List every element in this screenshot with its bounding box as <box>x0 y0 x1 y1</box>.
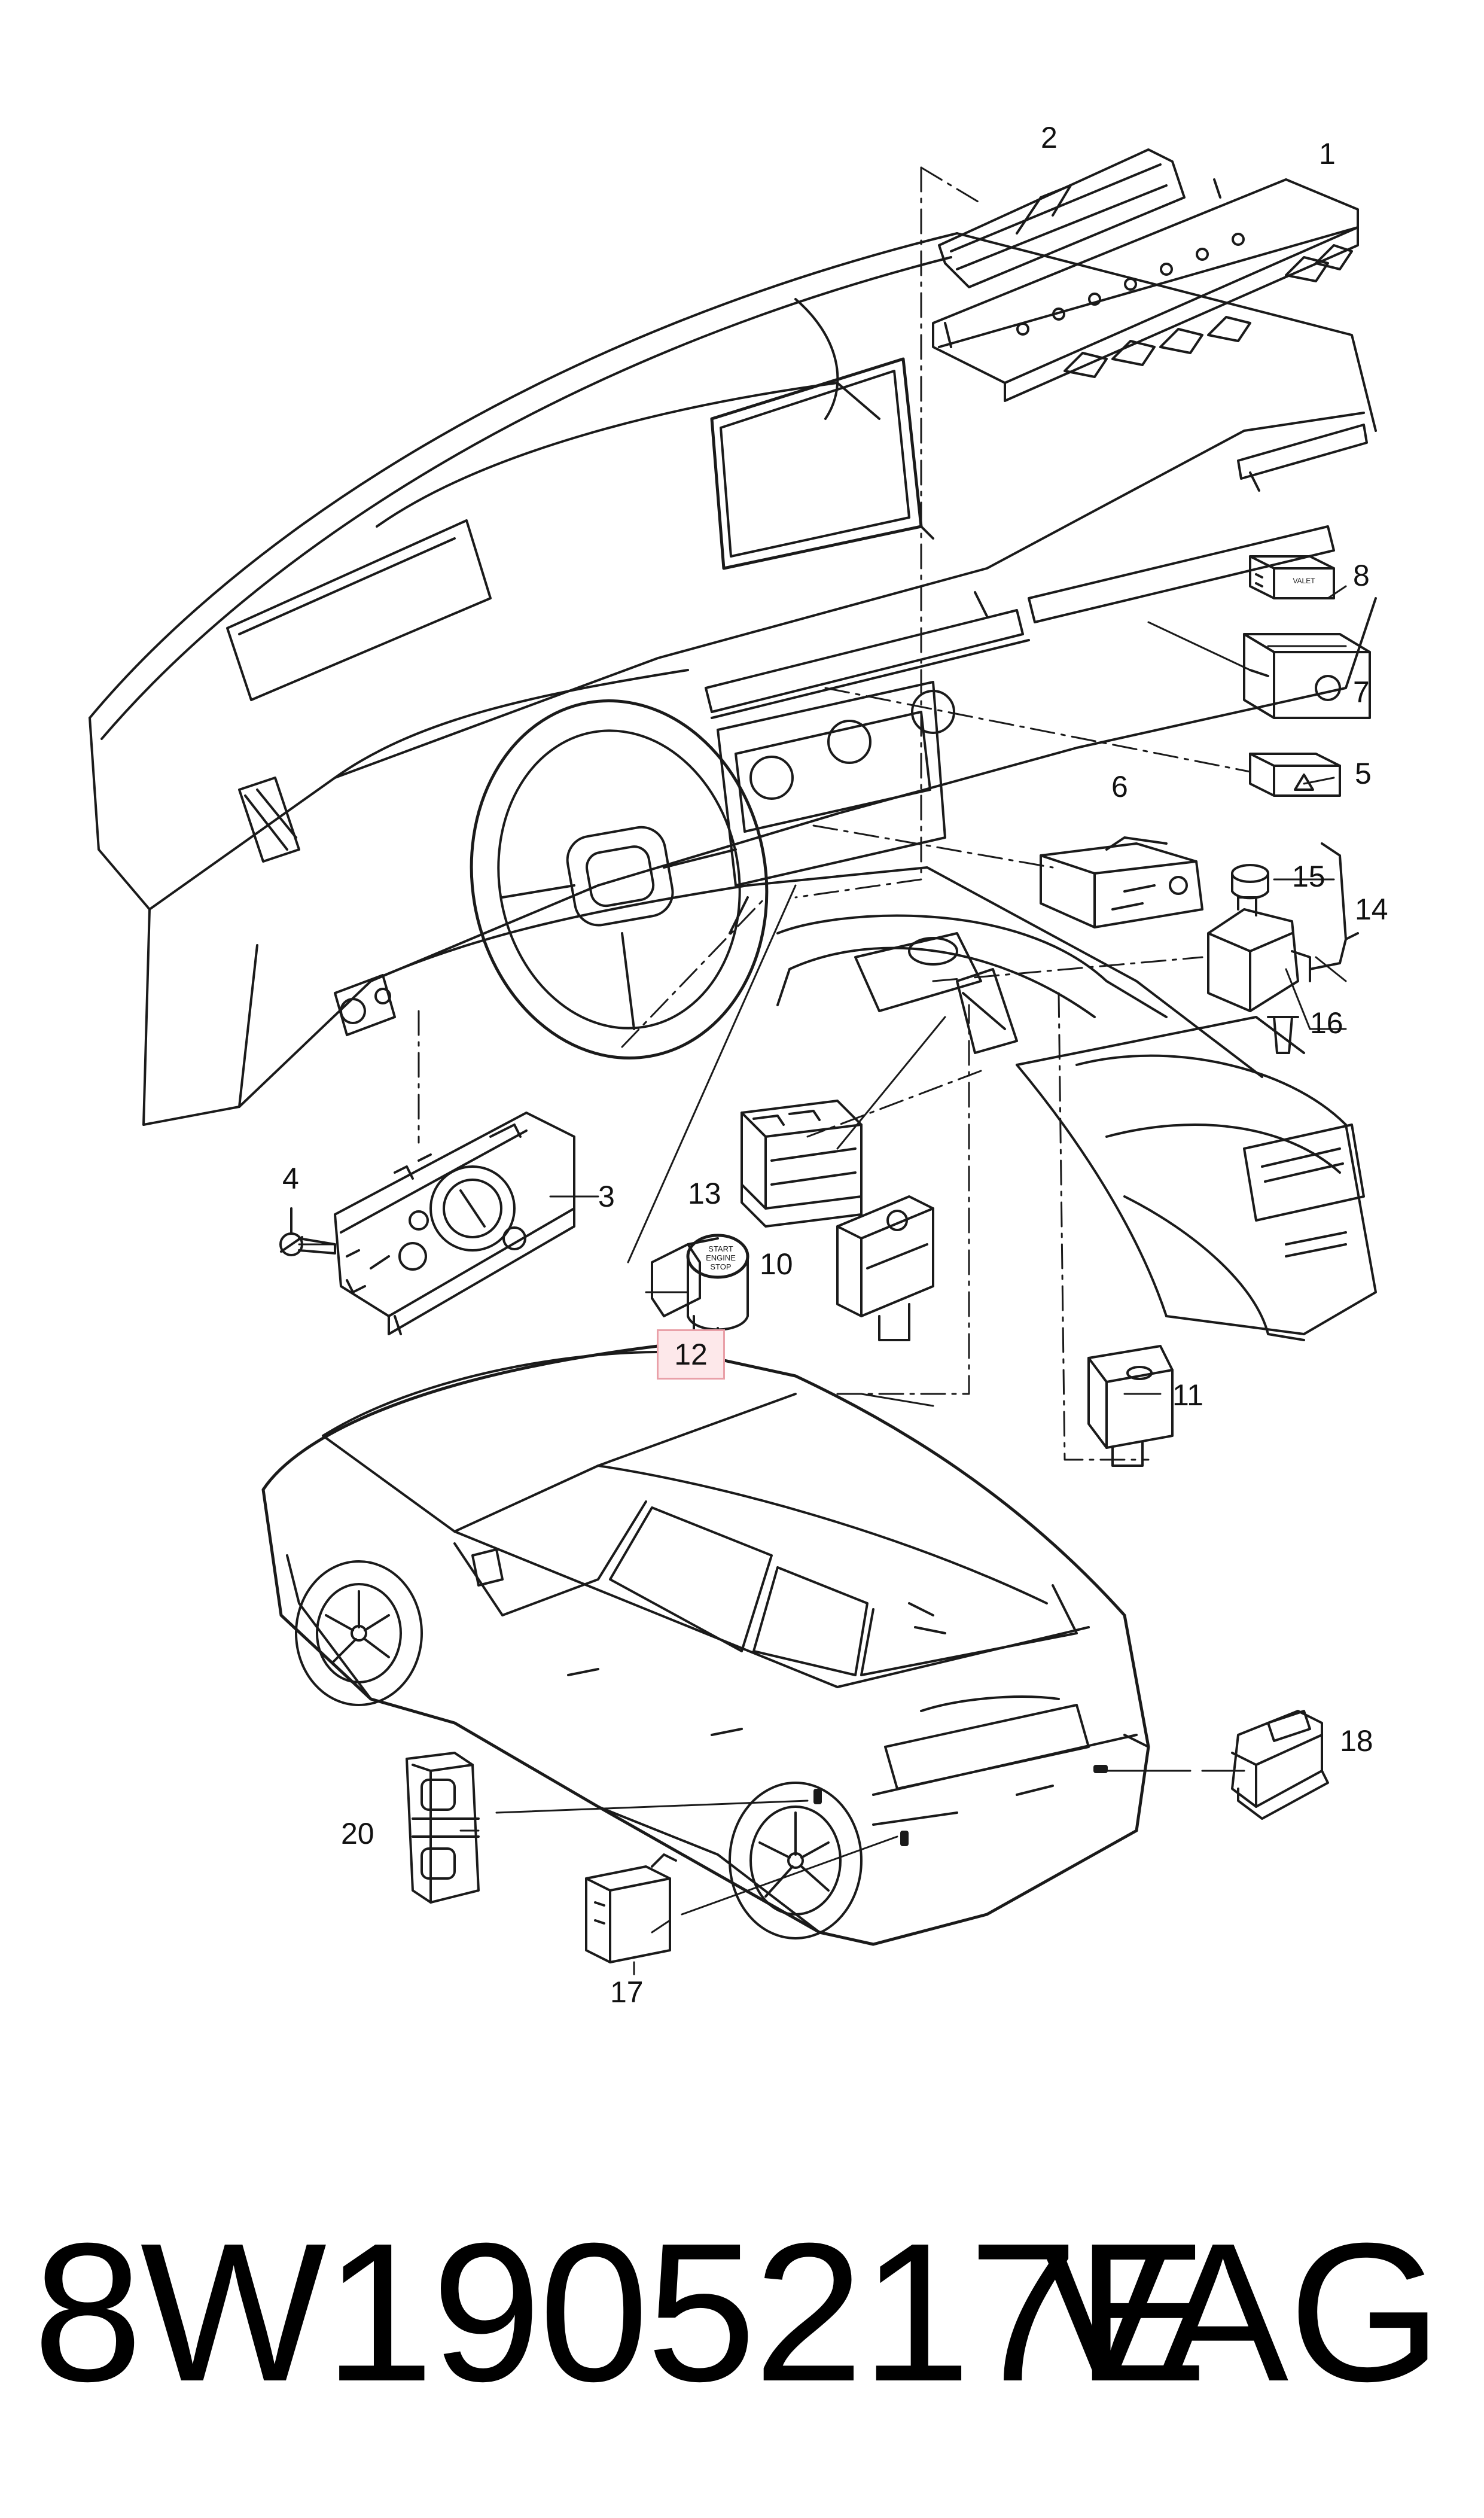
part-16-screw <box>1267 1016 1299 1054</box>
callout-1: 1 <box>1319 137 1336 170</box>
callout-11: 11 <box>1172 1378 1203 1412</box>
callout-4: 4 <box>282 1162 299 1195</box>
part-20-seat-memory-switch <box>406 1752 480 1904</box>
leader-lines-dashed <box>418 166 1251 1461</box>
part-11-button <box>1087 1345 1174 1467</box>
callout-2: 2 <box>1041 121 1058 154</box>
part-7-button <box>1243 633 1371 719</box>
callout-10: 10 <box>760 1247 793 1281</box>
part-2-trim-panel <box>938 148 1186 288</box>
callout-7: 7 <box>1353 675 1370 709</box>
brand-name: VAG <box>1040 2202 1442 2422</box>
callout-17: 17 <box>610 1975 644 2009</box>
stop-text: STOP <box>710 1262 731 1271</box>
part-6-switch-unit <box>1040 836 1203 928</box>
part-4-bolt <box>279 1207 336 1256</box>
dashboard-outline <box>89 232 1377 1341</box>
valet-text: VALET <box>1293 577 1315 585</box>
car-marker-points <box>813 1765 1108 1846</box>
callout-12-highlight: 12 <box>657 1329 725 1380</box>
callout-14: 14 <box>1355 893 1388 926</box>
car-outline <box>261 1344 1150 1946</box>
part-14-knob-module <box>1207 842 1359 1012</box>
callout-18: 18 <box>1340 1724 1373 1758</box>
callout-12: 12 <box>674 1338 708 1371</box>
callout-16: 16 <box>1310 1006 1343 1040</box>
part-8-valet-button <box>1249 555 1335 599</box>
part-10-parking-brake-switch <box>836 1195 934 1341</box>
engine-text: ENGINE <box>706 1253 736 1262</box>
part-1-climate-control-panel <box>932 178 1359 402</box>
part-17-switch <box>585 1853 677 1963</box>
part-3-light-switch-module <box>334 1112 575 1335</box>
callout-5: 5 <box>1355 757 1372 790</box>
exploded-parts-diagram: START ENGINE STOP VALET <box>89 148 1377 1975</box>
callout-15: 15 <box>1292 860 1325 893</box>
part-18-switch <box>1231 1710 1329 1820</box>
part-5-hazard-button <box>1249 753 1341 797</box>
part-15-knob <box>1231 864 1269 900</box>
callout-20: 20 <box>341 1817 374 1850</box>
callout-3-label: 3 <box>598 1180 615 1213</box>
start-stop-button-text: START ENGINE STOP <box>706 1244 736 1271</box>
callout-8: 8 <box>1353 559 1370 592</box>
part-12-start-stop-button <box>651 1234 749 1341</box>
callout-6: 6 <box>1111 770 1128 803</box>
part-number: 8W1905217E <box>33 2202 1208 2422</box>
part-13-window-switch-block <box>741 1100 863 1228</box>
callout-13: 13 <box>688 1177 721 1210</box>
start-text: START <box>708 1244 733 1253</box>
